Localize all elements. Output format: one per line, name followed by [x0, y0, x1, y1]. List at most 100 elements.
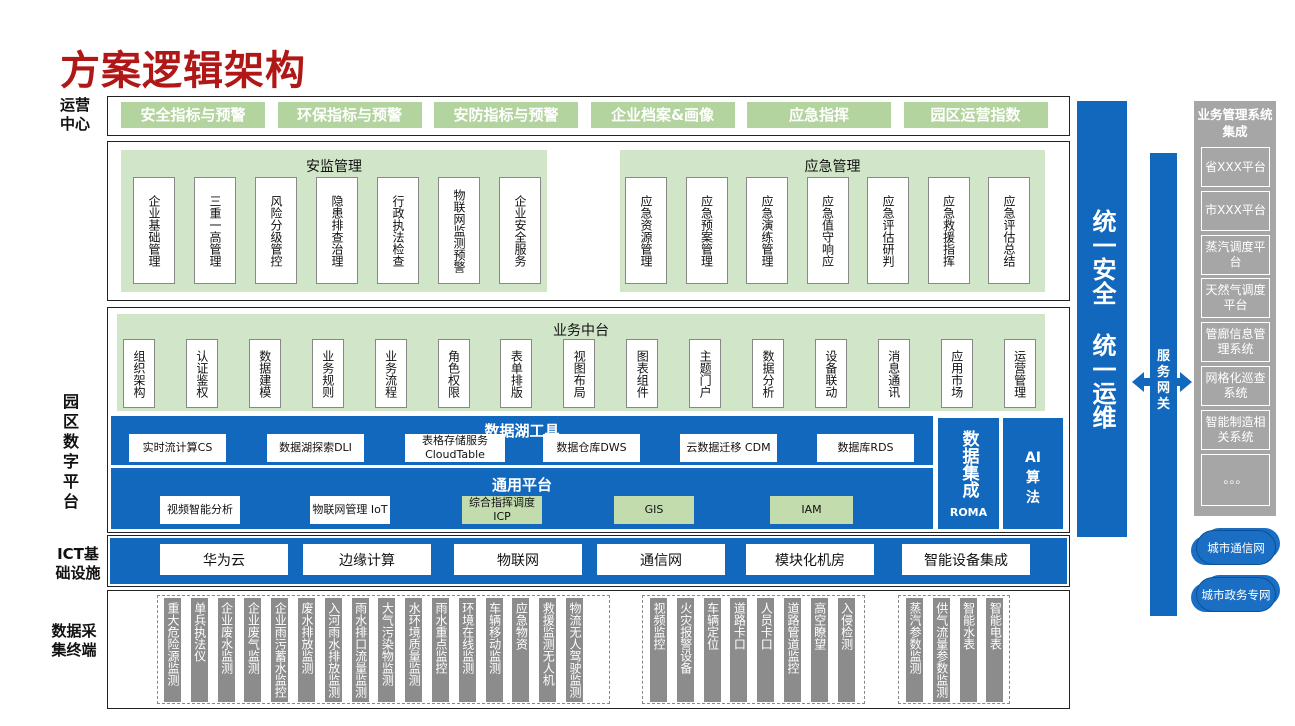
terminals_group1-item: 雨水重点监控 [432, 598, 449, 702]
business-system-title: 业务管理系统集成 [1197, 107, 1273, 139]
business-item: 表单排版 [500, 339, 533, 408]
safety-item-label: 行政执法检查 [391, 194, 405, 267]
terminals_group3-item: 蒸汽参数监测 [906, 598, 923, 702]
roma-sub: ROMA [949, 506, 988, 519]
emergency-item-label: 应急救援指挥 [941, 194, 956, 267]
ops-item: 安防指标与预警 [434, 102, 578, 128]
emergency-item: 应急演练管理 [746, 177, 788, 284]
safety-item: 隐患排查治理 [316, 177, 358, 284]
business-system-item: 天然气调度平台 [1201, 278, 1270, 319]
business-item-label: 消息通讯 [886, 349, 901, 398]
emergency-item: 应急救援指挥 [927, 177, 970, 284]
business-system-item: 网格化巡查系统 [1201, 366, 1270, 406]
business-item-label: 应用市场 [949, 349, 964, 398]
data-lake-title: 数据湖工具 [484, 422, 560, 440]
emergency-item-label: 应急资源管理 [639, 194, 653, 267]
service-gateway-bar: 服务网关 [1150, 153, 1177, 616]
safety-item: 风险分级管控 [255, 177, 297, 284]
business-title: 业务中台 [553, 323, 609, 339]
business-item-label: 数据建模 [257, 349, 272, 398]
ict-item: 边缘计算 [303, 544, 431, 575]
safety-item-label: 企业基础管理 [147, 194, 161, 267]
general-platform-item: 综合指挥调度ICP [462, 496, 542, 524]
data-lake-item: 实时流计算CS [129, 434, 226, 462]
city-gov-network-cloud: 城市政务专网 [1196, 577, 1276, 612]
ict-item: 模块化机房 [746, 544, 874, 575]
ops-item: 应急指挥 [747, 102, 891, 128]
safety-item: 企业基础管理 [133, 177, 175, 284]
terminals_group1-item: 大气污染物监测 [378, 598, 396, 702]
terminals-group-3 [898, 595, 1010, 704]
business-item: 视图布局 [563, 339, 596, 408]
emergency-item-label: 应急值守响应 [820, 194, 835, 267]
ops-item: 环保指标与预警 [277, 102, 422, 128]
business-item-label: 业务规则 [320, 349, 335, 398]
terminals_group3-item: 智能电表 [986, 598, 1004, 702]
emergency-item-label: 应急评估研判 [881, 194, 895, 267]
data-lake-item: 数据湖探索DLI [267, 434, 364, 462]
roma-title: 数据集成 [958, 430, 979, 498]
row-label-ict: ICT基础设施 [55, 545, 101, 582]
business-system-item: 省XXX平台 [1201, 147, 1270, 187]
emergency-title: 应急管理 [804, 159, 861, 175]
ops-item: 园区运营指数 [903, 102, 1048, 128]
data-lake-item: 云数据迁移 CDM [680, 434, 777, 462]
terminals_group1-item: 废水排放监测 [298, 598, 315, 702]
data-lake-item: 表格存储服务 CloudTable [405, 434, 505, 462]
business-system-item: 蒸汽调度平台 [1201, 234, 1270, 275]
safety-item: 物联网监测预警 [438, 177, 480, 284]
ict-item: 智能设备集成 [902, 544, 1030, 575]
terminals_group2-item: 火灾报警设备 [676, 598, 694, 702]
business-item: 组织架构 [123, 339, 155, 408]
terminals_group1-item: 企业废气监测 [244, 598, 262, 702]
ict-item: 通信网 [597, 544, 725, 575]
business-item: 主题门户 [689, 339, 722, 408]
terminals_group1-item: 单兵执法仪 [190, 598, 208, 702]
business-system-item: 市XXX平台 [1201, 190, 1270, 231]
terminals_group1-item: 企业雨污蓄水监控 [271, 598, 289, 702]
terminals_group1-item: 入河雨水排放监测 [324, 598, 342, 702]
row-label-ops: 运营中心 [59, 96, 90, 133]
business-item-label: 认证鉴权 [194, 349, 209, 398]
safety-item-label: 隐患排查治理 [330, 194, 344, 267]
business-item: 认证鉴权 [185, 339, 218, 408]
roma-panel: 数据集成 ROMA [938, 418, 999, 529]
emergency-item: 应急评估研判 [867, 177, 909, 284]
terminals-group-1 [157, 595, 610, 704]
business-item: 数据建模 [248, 339, 281, 408]
page-title: 方案逻辑架构 [60, 48, 306, 94]
emergency-item-label: 应急演练管理 [760, 194, 774, 267]
business-item: 数据分析 [752, 339, 784, 408]
terminals_group1-item: 车辆移动监测 [485, 598, 503, 702]
business-item: 消息通讯 [877, 339, 910, 408]
general-platform-item: 物联网管理 IoT [310, 496, 390, 524]
terminals_group2-item: 车辆定位 [703, 598, 721, 702]
business-item: 运营管理 [1003, 339, 1036, 408]
general-platform-item: 视频智能分析 [160, 496, 240, 524]
terminals_group1-item: 物流无人驾驶监测 [566, 598, 583, 702]
unified-security-ops-bar: 统一安全 统一运维 [1077, 101, 1127, 537]
safety-item-label: 风险分级管控 [269, 194, 283, 267]
terminals_group1-item: 环境在线监测 [458, 598, 476, 702]
ops-item: 企业档案&画像 [590, 102, 735, 128]
terminals_group1-item: 雨水排口流量监测 [351, 598, 369, 702]
business-item-label: 设备联动 [823, 349, 838, 398]
ai-panel: AI算法 [1003, 418, 1063, 529]
ai-title: AI算法 [1024, 450, 1042, 506]
terminals_group2-item: 高空瞭望 [810, 598, 828, 702]
terminals-group-2 [642, 595, 865, 704]
business-item: 业务规则 [311, 339, 344, 408]
business-item-label: 组织架构 [132, 349, 146, 398]
data-lake-item: 数据仓库DWS [543, 434, 640, 462]
business-system-item: 管廊信息管理系统 [1201, 322, 1270, 363]
safety-item-label: 企业安全服务 [513, 194, 527, 267]
business-system-item: 。。。 [1201, 453, 1270, 506]
business-item: 应用市场 [940, 339, 973, 408]
terminals_group2-item: 入侵检测 [837, 598, 855, 702]
business-item-label: 数据分析 [761, 349, 775, 398]
general-platform-title: 通用平台 [491, 476, 552, 494]
terminals_group2-item: 道路管道监控 [784, 598, 801, 702]
terminals_group1-item: 救援监测无人机 [539, 598, 557, 702]
terminals_group2-item: 道路卡口 [730, 598, 748, 702]
business-item-label: 业务流程 [383, 349, 398, 398]
